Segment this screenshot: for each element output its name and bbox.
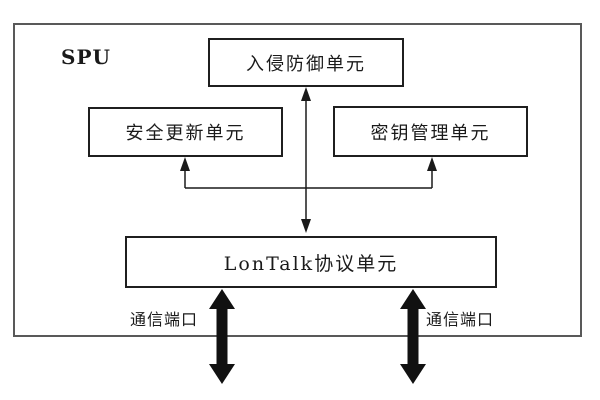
node-security-update-label: 安全更新单元 — [125, 123, 246, 144]
comm-port-label-right: 通信端口 — [426, 310, 495, 329]
spu-title-label: SPU — [61, 45, 111, 69]
node-key-management-unit: 密钥管理单元 — [333, 106, 528, 157]
comm-port-label-left: 通信端口 — [130, 310, 199, 329]
spu-container-box — [13, 23, 582, 337]
node-lontalk-protocol-label: LonTalk协议单元 — [223, 252, 399, 275]
node-key-management-label: 密钥管理单元 — [370, 122, 491, 144]
node-intrusion-defense-unit: 入侵防御单元 — [208, 38, 404, 87]
node-security-update-unit: 安全更新单元 — [88, 107, 283, 157]
node-lontalk-protocol-unit: LonTalk协议单元 — [125, 236, 497, 288]
node-intrusion-defense-label: 入侵防御单元 — [246, 53, 366, 75]
